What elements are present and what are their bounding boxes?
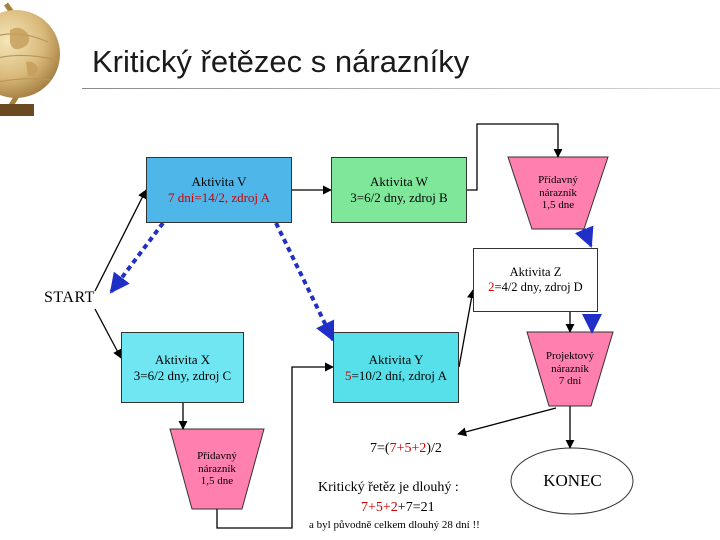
arrow-start-to-v — [94, 189, 147, 292]
feeding-buffer-bottom-line2: nárazník — [198, 462, 236, 475]
feeding-buffer-bottom: Přídavný nárazník 1,5 dne — [170, 429, 264, 531]
end-node: KONEC — [543, 471, 602, 490]
activity-z-name: Aktivita Z — [509, 265, 562, 279]
activity-y-detail: 5=10/2 dní, zdroj A — [345, 368, 447, 384]
equation-prefix: 7=( — [370, 441, 390, 456]
globe-icon — [0, 2, 60, 116]
equation-label: 7=(7+5+2)/2 — [370, 441, 442, 457]
activity-y-name: Aktivita Y — [368, 351, 424, 367]
feeding-buffer-bottom-line3: 1,5 dne — [200, 475, 234, 488]
resource-link-v-y — [274, 222, 335, 342]
activity-w-detail: 3=6/2 dny, zdroj B — [350, 190, 448, 205]
activity-w-name: Aktivita W — [370, 174, 428, 190]
feeding-buffer-top: Přídavný nárazník 1,5 dne — [508, 157, 608, 239]
activity-y-rest: =10/2 dní, zdroj A — [351, 367, 447, 383]
activity-y-duration: 5 — [345, 367, 352, 383]
feeding-buffer-top-line3: 1,5 dne — [541, 199, 575, 212]
project-buffer: Projektový nárazník 7 dní — [527, 332, 613, 412]
activity-x-name: Aktivita X — [154, 351, 211, 367]
feeding-buffer-bottom-line1: Přídavný — [197, 450, 237, 463]
arrow-buffer-to-y — [216, 362, 334, 529]
feeding-buffer-top-line2: nárazník — [539, 186, 577, 199]
activity-w-box: Aktivita W 3=6/2 dny, zdroj B — [331, 157, 467, 223]
critical-chain-note: a byl původně celkem dlouhý 28 dní !! — [309, 519, 480, 531]
equation-suffix: )/2 — [426, 441, 442, 456]
activity-v-detail: 7 dní=14/2, zdroj A — [168, 190, 270, 205]
critical-chain-total: +7=21 — [397, 500, 435, 515]
arrow-y-to-z — [458, 289, 477, 368]
activity-z-detail: 2=4/2 dny, zdroj D — [488, 280, 582, 295]
arrow-start-to-x — [94, 308, 122, 359]
activity-z-duration: 2 — [488, 280, 495, 294]
activity-x-box: Aktivita X 3=6/2 dny, zdroj C — [121, 332, 244, 403]
activity-v-box: Aktivita V 7 dní=14/2, zdroj A — [146, 157, 292, 223]
arrow-project-buffer-to-equation — [457, 407, 557, 437]
equation-highlight: 7+5+2 — [389, 441, 427, 456]
title-underline — [82, 88, 720, 89]
project-buffer-line3: 7 dní — [558, 375, 582, 388]
activity-x-detail: 3=6/2 dny, zdroj C — [133, 367, 232, 383]
feeding-buffer-bottom-shape — [169, 428, 265, 510]
activity-z-rest: =4/2 dny, zdroj D — [494, 280, 583, 294]
resource-link-v-start — [109, 221, 165, 294]
project-buffer-line2: nárazník — [551, 362, 589, 375]
critical-chain-line2: 7+5+2+7=21 — [361, 500, 435, 516]
critical-chain-highlight: 7+5+2 — [361, 500, 398, 515]
project-buffer-line1: Projektový — [545, 350, 595, 363]
activity-v-name: Aktivita V — [191, 174, 247, 190]
page-title: Kritický řetězec s nárazníky — [92, 44, 470, 79]
arrow-w-to-buffer — [467, 123, 563, 191]
feeding-buffer-top-line1: Přídavný — [538, 174, 578, 187]
start-node: START — [44, 289, 95, 306]
activity-y-box: Aktivita Y 5=10/2 dní, zdroj A — [333, 332, 459, 403]
critical-chain-line1: Kritický řetěz je dlouhý : — [318, 480, 459, 495]
resource-link-buffer-z — [574, 225, 594, 248]
activity-z-box: Aktivita Z 2=4/2 dny, zdroj D — [473, 248, 598, 312]
